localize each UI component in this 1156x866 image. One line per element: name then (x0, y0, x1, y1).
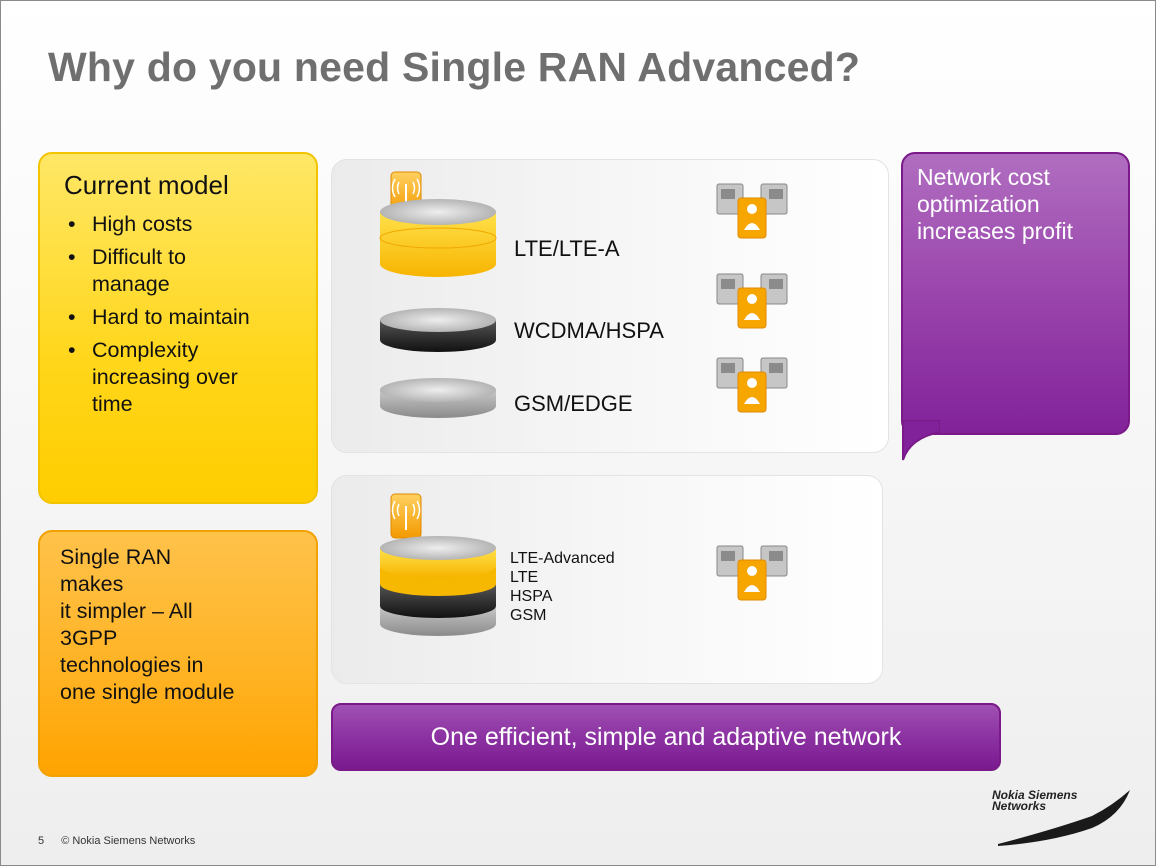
summary-banner: One efficient, simple and adaptive netwo… (331, 703, 1001, 771)
single-ran-line: 3GPP (60, 626, 118, 650)
logo-text-line: Networks (992, 799, 1047, 813)
operator-workstation-icon (716, 273, 788, 329)
wcdma-cylinder-icon (380, 308, 496, 352)
layer-label-lte-advanced: LTE-Advanced (510, 550, 615, 567)
legacy-stack-graphic (379, 171, 788, 418)
single-ran-line: technologies in (60, 653, 204, 677)
single-ran-box: Single RAN makes it simpler – All 3GPP t… (38, 530, 318, 777)
operator-workstation-icon (716, 545, 788, 601)
bullet-item: Complexity increasing over time (68, 337, 262, 418)
single-ran-line: makes (60, 572, 124, 596)
footer: 5 © Nokia Siemens Networks (38, 835, 195, 847)
layer-label-gsm: GSM/EDGE (514, 391, 633, 416)
single-ran-line: one single module (60, 680, 235, 704)
operator-workstation-icon (716, 357, 788, 413)
cost-callout: Network cost optimization increases prof… (901, 152, 1130, 435)
single-ran-panel: LTE-Advanced LTE HSPA GSM (331, 475, 883, 684)
bullet-item: Hard to maintain (68, 304, 302, 331)
current-model-box: Current model High costs Difficult to ma… (38, 152, 318, 504)
callout-tail (902, 420, 940, 461)
current-model-list: High costs Difficult to manage Hard to m… (64, 211, 302, 418)
single-ran-line: Single RAN (60, 545, 172, 569)
legacy-network-panel: LTE/LTE-A WCDMA/HSPA GSM/EDGE (331, 159, 889, 453)
copyright-text: © Nokia Siemens Networks (61, 835, 196, 847)
company-logo: Nokia Siemens Networks (992, 786, 1132, 848)
slide-title: Why do you need Single RAN Advanced? (48, 44, 861, 90)
layer-label-hspa: HSPA (510, 588, 553, 605)
bullet-item: High costs (68, 211, 302, 238)
single-ran-stack-graphic (380, 493, 788, 636)
single-ran-line: it simpler – All (60, 599, 193, 623)
lte-cylinder-icon (379, 199, 497, 277)
antenna-signal-icon (390, 493, 422, 539)
layer-label-lte: LTE/LTE-A (514, 236, 620, 261)
logo-swoosh-icon (998, 790, 1130, 846)
gsm-cylinder-icon (380, 378, 496, 418)
bullet-item: Difficult to manage (68, 244, 242, 298)
current-model-heading: Current model (64, 170, 229, 200)
logo-text: Nokia Siemens Networks (992, 788, 1078, 813)
layer-label-lte: LTE (510, 569, 539, 586)
layer-label-gsm: GSM (510, 607, 547, 624)
multi-layer-cylinder-icon (380, 536, 496, 636)
logo-text-line: Nokia Siemens (992, 788, 1078, 802)
operator-workstation-icon (716, 183, 788, 239)
page-number: 5 (38, 835, 45, 847)
layer-label-wcdma: WCDMA/HSPA (514, 318, 664, 343)
